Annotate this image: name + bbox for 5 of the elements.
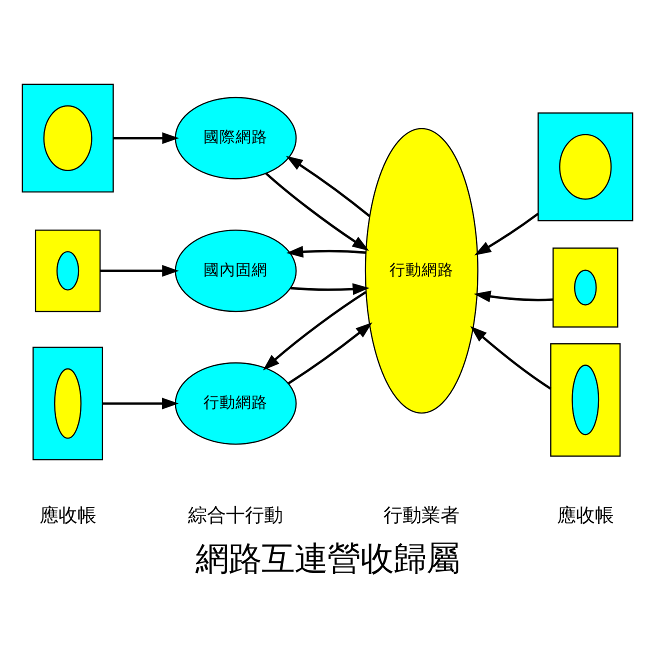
- label: 應收帳: [556, 504, 614, 527]
- label: 行動業者: [384, 504, 460, 527]
- label: 綜合十行動: [188, 504, 284, 527]
- label: 應收帳: [39, 504, 96, 527]
- diagram-title: 網路互連營收歸屬: [196, 539, 460, 578]
